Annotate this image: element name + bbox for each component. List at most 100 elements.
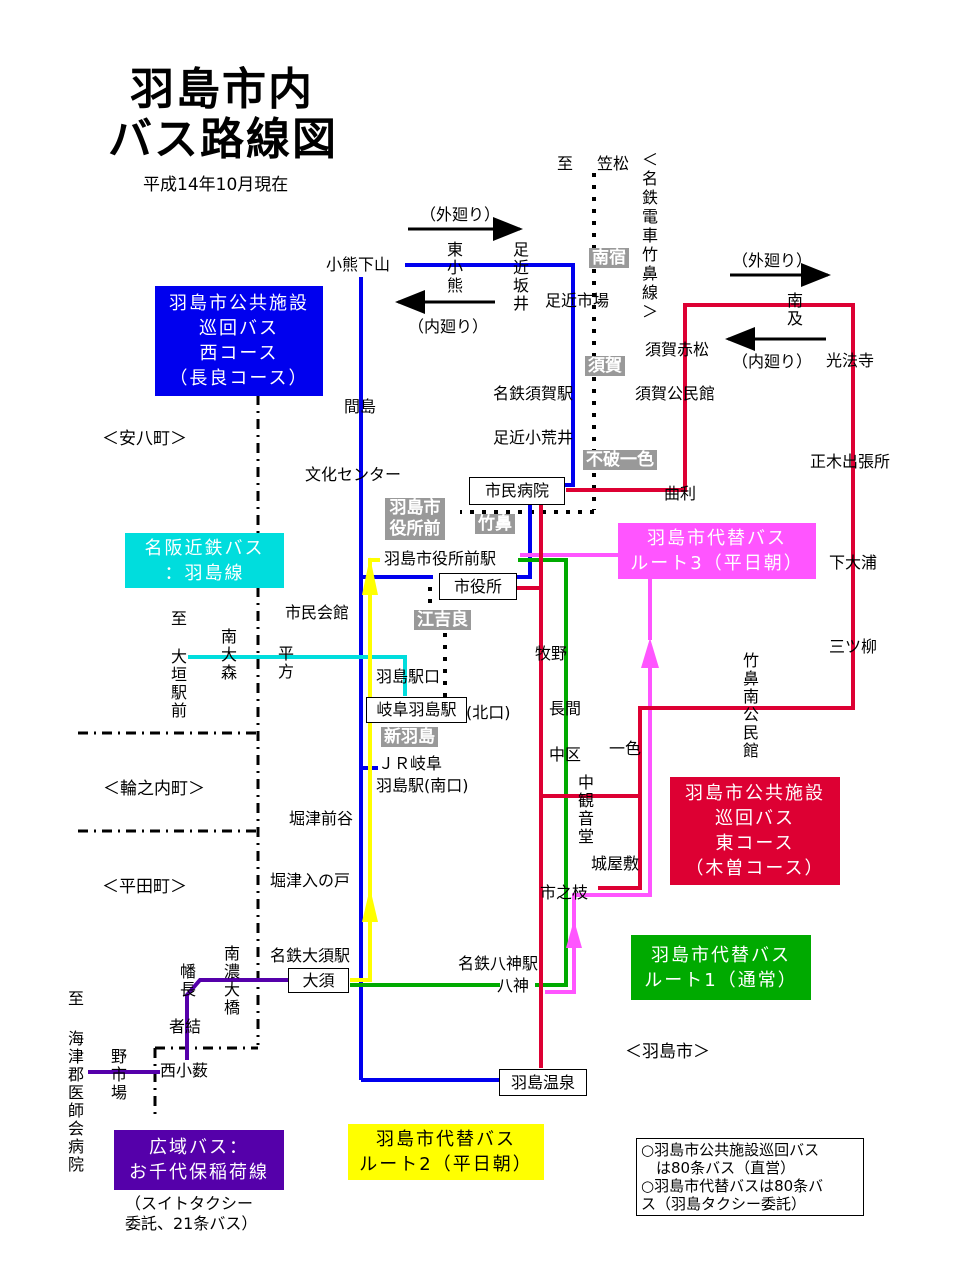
town-wanouchi: ＜輪之内町＞ <box>103 779 205 799</box>
meihan-route <box>188 655 407 696</box>
map-date: 平成14年10月現在 <box>143 175 289 195</box>
stop-bunka-center[interactable]: 文化センター <box>305 465 402 484</box>
railway-to-kasamatsu: 笠松 <box>597 154 630 173</box>
stop-ichinoeda[interactable]: 市之枝 <box>540 883 589 902</box>
legend-meihan-line1: 名阪近鉄バス <box>144 537 265 559</box>
stop-yagami[interactable]: 八神 <box>497 976 530 995</box>
route3-arrow-upper <box>641 638 659 668</box>
note-line2: は80条バス（直営） <box>641 1159 796 1177</box>
stop-takehana-minami-kouminkan[interactable]: 竹鼻南公民館 <box>742 651 759 760</box>
stop-shimo-oura[interactable]: 下大浦 <box>829 553 878 572</box>
stop-jr-gifu-hashima-south-2[interactable]: 羽島駅(南口) <box>376 776 469 795</box>
stop-minami-oyobi[interactable]: 南及 <box>786 291 803 328</box>
station-fuwa-isshiki[interactable]: 不破一色 <box>583 450 657 470</box>
legend-route2-line1: 羽島市代替バス <box>376 1129 516 1150</box>
stop-osu[interactable]: 大須 <box>288 968 349 993</box>
legend-kouiki-line1: 広域バス： <box>149 1137 249 1158</box>
legend-kouiki-line2: お千代保稲荷線 <box>129 1162 269 1183</box>
meihan-line <box>188 655 407 696</box>
stop-shiroyashiki[interactable]: 城屋敷 <box>591 854 640 873</box>
outer-direction-west: （外廻り） <box>420 205 501 224</box>
west-course-shiyakusho-east <box>517 500 532 579</box>
kouiki-note-line2: 委託、21条バス） <box>125 1214 258 1233</box>
legend-west-course: 羽島市公共施設 巡回バス 西コース （長良コース） <box>155 286 323 396</box>
map-title-line1: 羽島市内 <box>130 64 314 115</box>
stop-nishi-oyabu[interactable]: 西小薮 <box>160 1061 209 1080</box>
stop-kohoji[interactable]: 光法寺 <box>826 351 875 370</box>
legend-west-line4: （長良コース） <box>169 368 309 389</box>
stop-makino[interactable]: 牧野 <box>535 644 568 663</box>
stop-ajika-ichiba[interactable]: 足近市場 <box>545 291 610 310</box>
stop-meitetsu-osu[interactable]: 名鉄大須駅 <box>270 946 351 965</box>
station-hashima-shiyakusho-mae[interactable]: 羽島市役所前 <box>385 498 445 540</box>
stop-nakaku[interactable]: 中区 <box>549 745 582 764</box>
note-line1: ○羽島市公共施設巡回バス <box>641 1141 820 1159</box>
stop-horizu-irinoto[interactable]: 堀津入の戸 <box>270 871 351 890</box>
stop-shiyakusho[interactable]: 市役所 <box>439 573 517 600</box>
stop-magari[interactable]: 曲利 <box>664 484 697 503</box>
stop-kaizu-ishikai-byoin[interactable]: 海津郡医師会病院 <box>67 1029 84 1174</box>
stop-hashima-shiyakusho-mae-eki[interactable]: 羽島市役所前駅 <box>384 549 497 568</box>
stop-meitetsu-suga[interactable]: 名鉄須賀駅 <box>493 384 574 403</box>
stop-ogaki-ekimae[interactable]: 大垣駅前 <box>170 647 187 720</box>
stop-suga-akamatsu[interactable]: 須賀赤松 <box>645 340 710 359</box>
stop-mono-yui[interactable]: 者結 <box>169 1017 202 1036</box>
stop-meitetsu-yagami[interactable]: 名鉄八神駅 <box>458 954 539 973</box>
stop-hirakata[interactable]: 平方 <box>277 644 294 681</box>
stop-suga-kouminkan[interactable]: 須賀公民館 <box>635 384 716 403</box>
stop-jr-gifu-hashima-south-1[interactable]: ＪＲ岐阜 <box>378 754 443 773</box>
route3-lower <box>545 660 652 994</box>
stop-minami-nou-ohashi[interactable]: 南濃大橋 <box>223 944 240 1017</box>
stop-kitaguchi: (北口) <box>466 703 511 722</box>
legend-route3-line2: ルート3（平日朝） <box>630 553 804 574</box>
stop-minami-omori[interactable]: 南大森 <box>220 627 237 682</box>
stop-shimin-byoin[interactable]: 市民病院 <box>469 477 565 505</box>
stop-hata-osa[interactable]: 幡長 <box>179 962 196 999</box>
stop-gifu-hashima-eki[interactable]: 岐阜羽島駅 <box>366 697 467 723</box>
legend-meihan-line2: ：羽島線 <box>164 562 245 584</box>
stop-naka-kannondo[interactable]: 中観音堂 <box>577 773 594 846</box>
kouiki-note-line1: （スイトタクシー <box>125 1194 254 1213</box>
note-line3: ○羽島市代替バスは80条バ <box>641 1177 824 1195</box>
route2-arrow-south <box>362 888 378 922</box>
station-minamijuku[interactable]: 南宿 <box>589 248 629 268</box>
note-line4: ス（羽島タクシー委託） <box>641 1195 807 1213</box>
stop-majima[interactable]: 間島 <box>344 397 377 416</box>
west-course-line <box>359 263 575 1082</box>
kouiki-line <box>88 978 288 1074</box>
route2-arrow-north <box>362 557 378 595</box>
stop-shimin-kaikan[interactable]: 市民会館 <box>285 603 350 622</box>
railway-line-name: ＜名鉄電車 竹鼻線＞ <box>641 150 675 321</box>
legend-meihan: 名阪近鉄バス ：羽島線 <box>125 533 284 588</box>
stop-hashima-eki-guchi[interactable]: 羽島駅口 <box>376 667 441 686</box>
stop-horizu-maedani[interactable]: 堀津前谷 <box>289 809 354 828</box>
west-course-north-loop <box>405 263 575 487</box>
stop-higashi-oguma[interactable]: 東小熊 <box>446 240 463 295</box>
stop-masaki-shucchojo[interactable]: 正木出張所 <box>810 452 891 471</box>
stop-ajika-koarai[interactable]: 足近小荒井 <box>493 428 574 447</box>
legend-route1: 羽島市代替バス ルート1（通常） <box>631 935 811 1000</box>
legend-route2-line2: ルート2（平日朝） <box>359 1154 533 1175</box>
stop-isshiki[interactable]: 一色 <box>609 739 642 758</box>
station-suga[interactable]: 須賀 <box>585 356 625 376</box>
station-shin-hashima[interactable]: 新羽島 <box>381 727 438 747</box>
stop-mitsuyanagi[interactable]: 三ツ柳 <box>829 637 878 656</box>
legend-route2: 羽島市代替バス ルート2（平日朝） <box>348 1124 544 1180</box>
town-boundaries <box>78 395 260 1120</box>
stop-nomichiba[interactable]: 野市場 <box>110 1047 127 1102</box>
station-egira[interactable]: 江吉良 <box>414 610 471 630</box>
map-title-line2: バス路線図 <box>108 114 338 165</box>
stop-oguma-shimoyama[interactable]: 小熊下山 <box>326 255 391 274</box>
legend-east-course: 羽島市公共施設 巡回バス 東コース （木曽コース） <box>670 777 840 885</box>
notes-box: ○羽島市公共施設巡回バス は80条バス（直営） ○羽島市代替バスは80条バ ス（… <box>636 1138 864 1216</box>
legend-east-line1: 羽島市公共施設 <box>685 783 825 804</box>
outer-direction-east: （外廻り） <box>732 251 813 270</box>
legend-west-line2: 巡回バス <box>199 318 279 339</box>
station-takehana[interactable]: 竹鼻 <box>475 514 515 534</box>
stop-hashima-onsen[interactable]: 羽島温泉 <box>499 1069 587 1096</box>
stop-nagama[interactable]: 長間 <box>549 699 582 718</box>
legend-west-line3: 西コース <box>199 343 279 364</box>
stop-ajika-sakai[interactable]: 足近坂井 <box>512 240 529 313</box>
legend-east-line3: 東コース <box>715 833 795 854</box>
